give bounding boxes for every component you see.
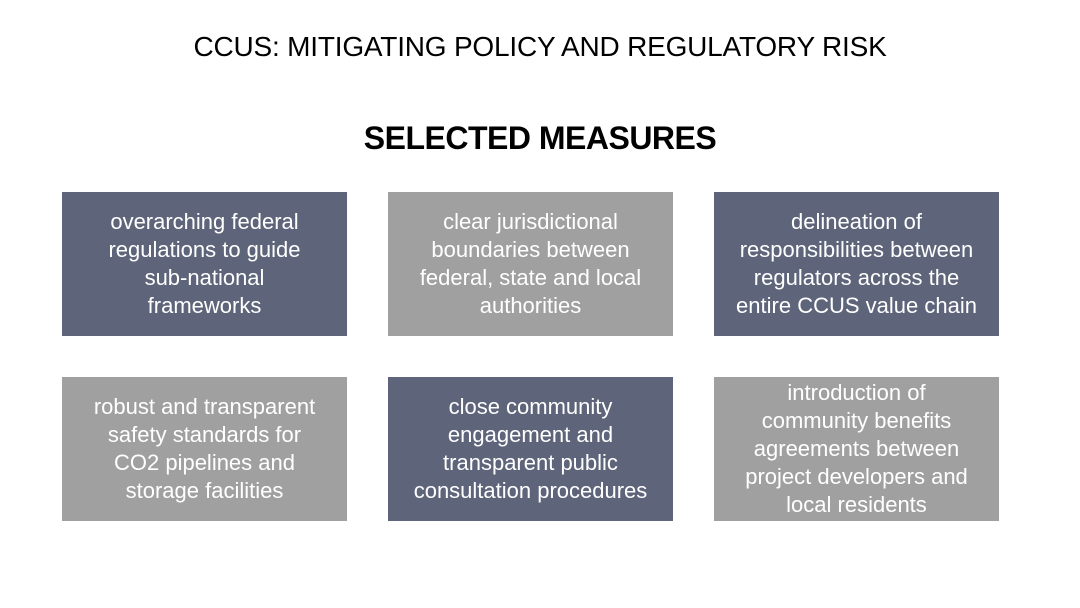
measure-box-community-engagement: close community engagement and transpare… [388,377,673,521]
measure-box-label: robust and transparent safety standards … [93,394,316,503]
slide-subtitle: SELECTED MEASURES [363,120,717,156]
measure-box-safety-standards: robust and transparent safety standards … [62,377,347,521]
measure-box-label: delineation of responsibilities between … [736,209,977,318]
measure-box-label: introduction of community benefits agree… [745,380,968,517]
measure-box-label: close community engagement and transpare… [413,394,648,503]
measure-box-label: clear jurisdictional boundaries between … [419,209,642,318]
slide-title: CCUS: MITIGATING POLICY AND REGULATORY R… [193,31,887,62]
measures-grid: overarching federal regulations to guide… [62,192,999,521]
measure-box-federal-regulations: overarching federal regulations to guide… [62,192,347,336]
measure-box-community-benefits: introduction of community benefits agree… [714,377,999,521]
measure-box-jurisdictional-boundaries: clear jurisdictional boundaries between … [388,192,673,336]
measure-box-delineation-responsibilities: delineation of responsibilities between … [714,192,999,336]
measure-box-label: overarching federal regulations to guide… [108,209,301,318]
